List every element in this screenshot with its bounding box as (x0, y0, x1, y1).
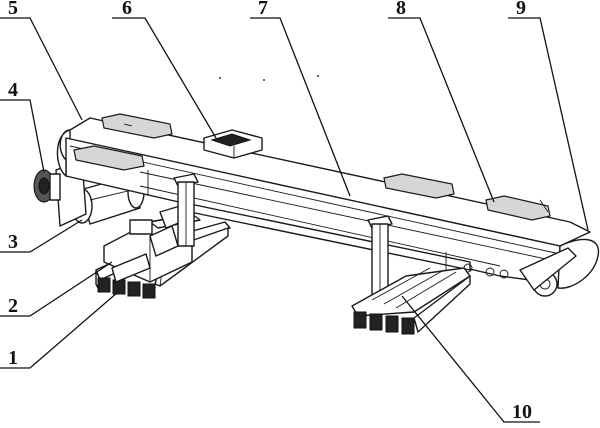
part-labels: 1 2 3 4 5 6 7 8 9 10 (8, 0, 532, 423)
label-1: 1 (8, 347, 18, 369)
speck (317, 75, 319, 77)
label-6: 6 (122, 0, 132, 19)
label-5: 5 (8, 0, 18, 19)
label-4: 4 (8, 79, 18, 101)
belt-brackets (73, 113, 551, 221)
support-posts (173, 173, 393, 297)
label-10: 10 (512, 401, 532, 423)
speck (219, 77, 221, 79)
speck (263, 79, 265, 81)
label-9: 9 (516, 0, 526, 19)
label-3: 3 (8, 231, 18, 253)
right-base-pallet (351, 267, 471, 335)
label-8: 8 (396, 0, 406, 19)
label-7: 7 (258, 0, 268, 19)
leader-lines (0, 17, 589, 423)
motor-mount-box (203, 129, 263, 159)
label-2: 2 (8, 295, 18, 317)
